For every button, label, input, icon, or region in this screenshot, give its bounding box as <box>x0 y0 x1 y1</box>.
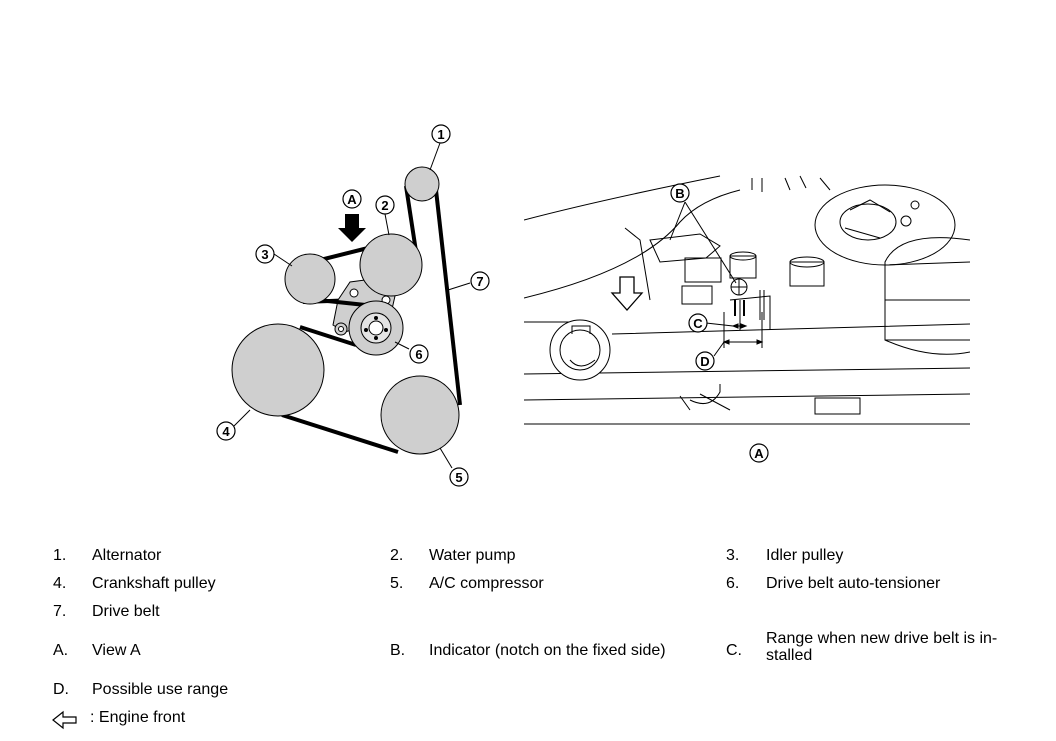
legend-letter: B. <box>390 642 406 659</box>
svg-text:C: C <box>693 316 703 331</box>
callout-5: 5 <box>449 467 469 487</box>
legend-text: Possible use range <box>92 681 229 698</box>
callout-2: 2 <box>375 195 395 215</box>
callout-b: B <box>670 183 690 203</box>
legend-text: Alternator <box>92 547 162 564</box>
callout-7: 7 <box>470 271 490 291</box>
engine-front-arrow-view <box>610 276 644 311</box>
engine-front-label: : Engine front <box>90 709 186 726</box>
svg-text:1: 1 <box>437 127 444 142</box>
callout-a-left: A <box>342 189 362 209</box>
legend-num: 3. <box>726 547 740 564</box>
indicator-notch <box>730 278 748 316</box>
water-pump-pulley <box>359 233 423 297</box>
alternator-pulley <box>404 166 440 202</box>
callout-4: 4 <box>216 421 236 441</box>
crankshaft-pulley <box>231 323 325 417</box>
svg-text:7: 7 <box>476 274 483 289</box>
legend-num: 2. <box>390 547 404 564</box>
legend-num: 4. <box>53 575 67 592</box>
pulley-layout <box>231 166 462 455</box>
callout-1: 1 <box>431 124 451 144</box>
callout-3: 3 <box>255 244 275 264</box>
legend-text: A/C compressor <box>429 575 544 592</box>
callout-c: C <box>688 313 708 333</box>
legend-text: Drive belt <box>92 603 160 620</box>
svg-text:B: B <box>675 186 684 201</box>
legend-text: Indicator (notch on the fixed side) <box>429 642 666 659</box>
legend-letter: A. <box>53 642 69 659</box>
down-arrow-icon <box>338 214 366 242</box>
legend-num: 6. <box>726 575 740 592</box>
legend-text: Idler pulley <box>766 547 844 564</box>
svg-text:5: 5 <box>455 470 462 485</box>
svg-text:D: D <box>700 354 709 369</box>
view-a-detail <box>524 175 970 425</box>
dimension-lines <box>669 201 764 357</box>
tensioner-pulley <box>348 300 404 356</box>
svg-text:A: A <box>347 192 357 207</box>
callout-6: 6 <box>409 344 429 364</box>
idler-pulley <box>284 253 336 305</box>
legend-num: 5. <box>390 575 404 592</box>
legend-text: Range when new drive belt is in-stalled <box>766 630 998 664</box>
left-arrow-icon <box>52 710 77 730</box>
legend-num: 1. <box>53 547 67 564</box>
legend-text: Water pump <box>429 547 516 564</box>
svg-text:A: A <box>754 446 764 461</box>
legend-num: 7. <box>53 603 67 620</box>
svg-text:4: 4 <box>222 424 230 439</box>
legend-text: View A <box>92 642 141 659</box>
svg-text:6: 6 <box>415 347 422 362</box>
ac-compressor-pulley <box>380 375 460 455</box>
svg-text:2: 2 <box>381 198 388 213</box>
callout-a-bottom: A <box>749 443 769 463</box>
legend-letter: D. <box>53 681 69 698</box>
legend-letter: C. <box>726 642 742 659</box>
belt-routing-diagram: 1 2 3 7 6 4 5 A <box>216 124 970 487</box>
callout-d: D <box>695 351 715 371</box>
svg-text:3: 3 <box>261 247 268 262</box>
legend-text: Drive belt auto-tensioner <box>766 575 941 592</box>
leader-lines-left <box>232 142 471 469</box>
legend-text: Crankshaft pulley <box>92 575 216 592</box>
